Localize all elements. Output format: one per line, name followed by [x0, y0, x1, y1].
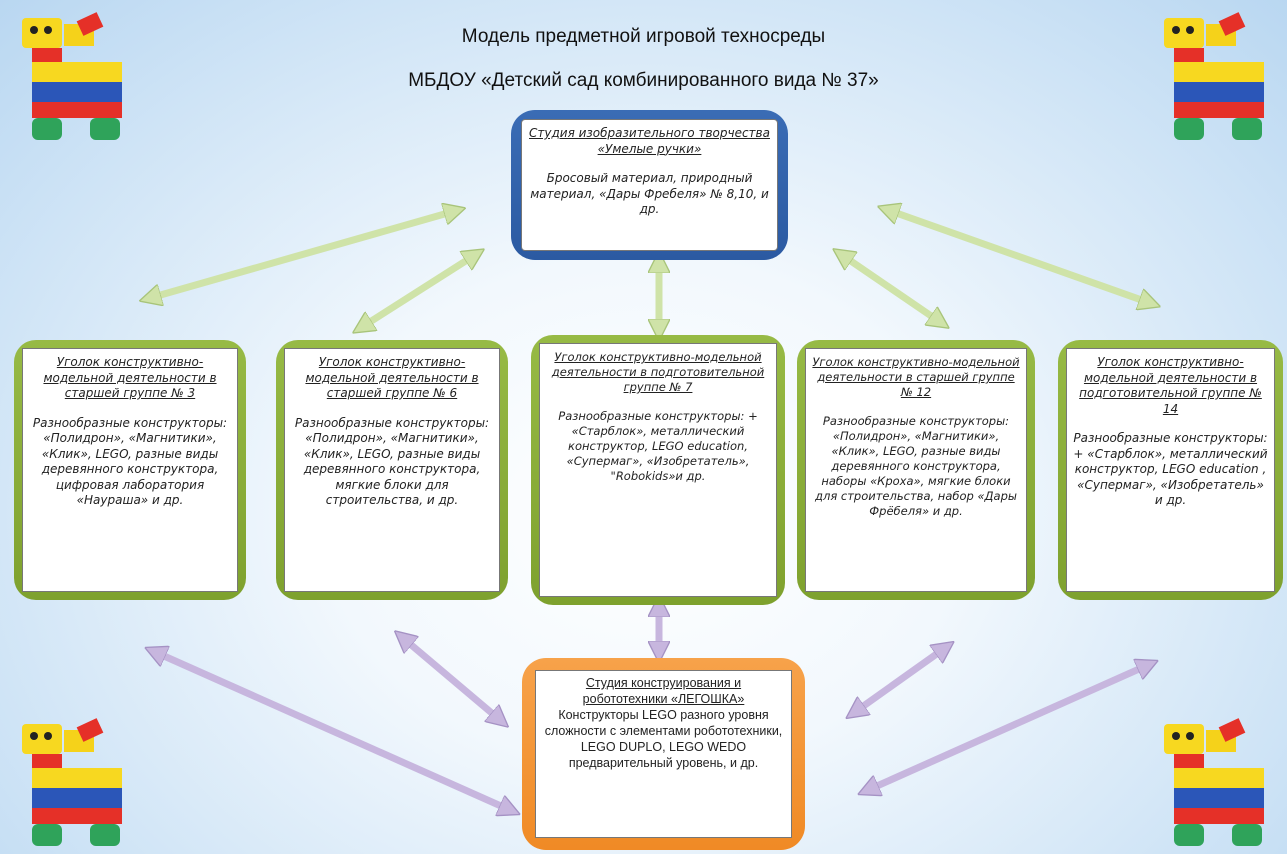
arrow-art-to-group3 — [150, 211, 455, 298]
corner-box-group12: Уголок конструктивно-модельной деятельно… — [797, 340, 1035, 600]
arrow-robo-to-group12 — [855, 648, 945, 712]
lego-camel-toy-icon — [1164, 12, 1264, 140]
corner-box-group3: Уголок конструктивно-модельной деятельно… — [14, 340, 246, 600]
corner-body-group3: Разнообразные конструкторы: «Полидрон», … — [32, 415, 228, 508]
corner-body-group12: Разнообразные конструкторы: «Полидрон», … — [815, 414, 1017, 518]
robotics-studio-box: Студия конструирования и робототехники «… — [522, 658, 805, 850]
corner-title-group12: Уголок конструктивно-модельной деятельно… — [812, 355, 1020, 399]
art-studio-box: Студия изобразительного творчества «Умел… — [511, 110, 788, 260]
corner-title-group6: Уголок конструктивно-модельной деятельно… — [305, 355, 479, 400]
corner-title-group7: Уголок конструктивно-модельной деятельно… — [551, 350, 765, 394]
arrow-robo-to-group6 — [403, 638, 500, 720]
corner-body-group14: Разнообразные конструкторы: + «Старблок»… — [1073, 431, 1268, 507]
corner-box-group14: Уголок конструктивно-модельной деятельно… — [1058, 340, 1283, 600]
corner-box-group7: Уголок конструктивно-модельной деятельно… — [531, 335, 785, 605]
corner-title-group14: Уголок конструктивно-модельной деятельно… — [1079, 355, 1262, 416]
art-studio-body: Бросовый материал, природный материал, «… — [530, 171, 769, 216]
robotics-studio-body: Конструкторы LEGO разного уровня сложнос… — [544, 708, 783, 770]
lego-camel-toy-icon — [22, 12, 122, 140]
lego-camel-toy-icon — [22, 718, 122, 846]
arrow-art-to-group14 — [888, 210, 1150, 303]
arrow-art-to-group12 — [842, 255, 940, 322]
corner-body-group6: Разнообразные конструкторы: «Полидрон», … — [294, 415, 490, 508]
arrow-robo-to-group14 — [868, 665, 1148, 790]
page-title-line1: Модель предметной игровой техносреды — [461, 26, 826, 47]
corner-title-group3: Уголок конструктивно-модельной деятельно… — [43, 355, 217, 400]
art-studio-title: Студия изобразительного творчества «Умел… — [529, 126, 770, 156]
page-title-line2: МБДОУ «Детский сад комбинированного вида… — [408, 70, 879, 91]
arrow-robo-to-group3 — [155, 652, 510, 810]
arrow-art-to-group6 — [362, 255, 475, 327]
corner-box-group6: Уголок конструктивно-модельной деятельно… — [276, 340, 508, 600]
lego-camel-toy-icon — [1164, 718, 1264, 846]
robotics-studio-title: Студия конструирования и робототехники «… — [582, 676, 745, 706]
corner-body-group7: Разнообразные конструкторы: + «Старблок»… — [558, 409, 758, 483]
